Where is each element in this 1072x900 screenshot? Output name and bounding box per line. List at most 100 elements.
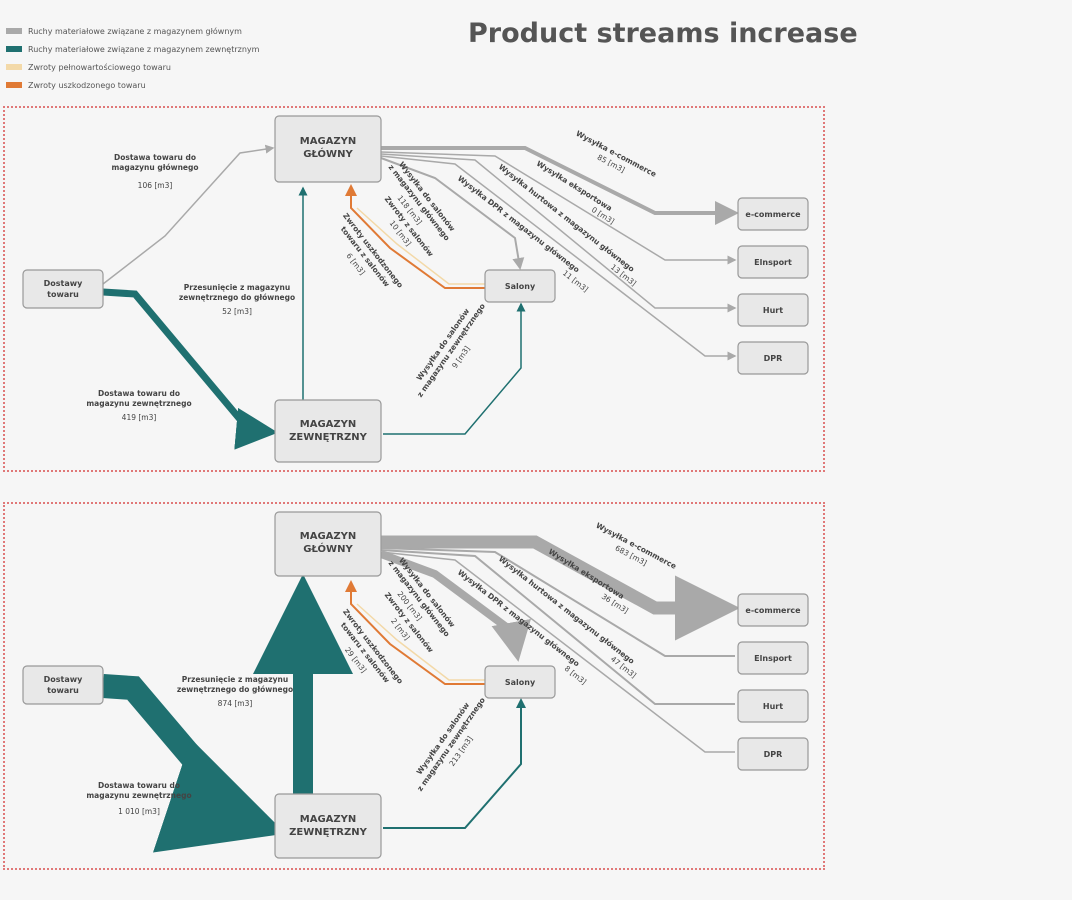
svg-text:Hurt: Hurt <box>763 702 783 711</box>
svg-text:GŁÓWNY: GŁÓWNY <box>303 542 353 555</box>
flow-mg-to-dpr <box>380 551 735 753</box>
node-magazyn-zewnetrzny: MAGAZYN ZEWNĘTRZNY <box>274 399 382 463</box>
legend-swatch-external <box>6 46 22 52</box>
flow-dostawy-to-mg <box>102 144 275 285</box>
label-dostawy-mz: Dostawa towaru do magazynu zewnętrznego … <box>86 389 191 422</box>
svg-text:towaru: towaru <box>47 290 79 299</box>
svg-text:1 010 [m3]: 1 010 [m3] <box>118 807 160 816</box>
svg-text:419 [m3]: 419 [m3] <box>122 413 157 422</box>
node-ecommerce: e-commerce <box>737 197 809 231</box>
label-przesuniecie: Przesunięcie z magazynu zewnętrznego do … <box>179 283 295 316</box>
svg-text:Dostawy: Dostawy <box>44 675 84 684</box>
node-magazyn-glowny: MAGAZYN GŁÓWNY <box>274 115 382 183</box>
flow-returns-full <box>356 207 485 285</box>
flow-mg-to-ecom <box>381 146 739 225</box>
svg-text:MAGAZYN: MAGAZYN <box>300 136 357 147</box>
node-magazyn-zewnetrzny: MAGAZYN ZEWNĘTRZNY <box>274 793 382 859</box>
svg-text:Dostawa towaru do: Dostawa towaru do <box>114 153 196 162</box>
node-elnsport: Elnsport <box>737 641 809 675</box>
svg-text:DPR: DPR <box>764 354 783 363</box>
legend-item: Zwroty uszkodzonego towaru <box>6 76 259 94</box>
node-elnsport: Elnsport <box>737 245 809 279</box>
legend-swatch-returns-full <box>6 64 22 70</box>
flow-dostawy-to-mz <box>102 288 278 450</box>
svg-text:z magazynu zewnętrznego: z magazynu zewnętrznego <box>415 302 487 399</box>
flow-returns-full <box>356 603 485 681</box>
svg-text:Dostawa towaru do: Dostawa towaru do <box>98 781 180 790</box>
legend-item: Zwroty pełnowartościowego towaru <box>6 58 259 76</box>
node-hurt: Hurt <box>737 293 809 327</box>
svg-text:Przesunięcie z magazynu: Przesunięcie z magazynu <box>184 283 290 292</box>
flow-dostawy-to-mz <box>102 674 286 853</box>
legend-swatch-returns-damaged <box>6 82 22 88</box>
flow-mg-to-dpr <box>380 155 737 361</box>
svg-text:Dostawa towaru do: Dostawa towaru do <box>98 389 180 398</box>
svg-text:106 [m3]: 106 [m3] <box>138 181 173 190</box>
legend-item: Ruchy materiałowe związane z magazynem z… <box>6 40 259 58</box>
legend-label: Ruchy materiałowe związane z magazynem g… <box>28 26 242 36</box>
svg-text:magazynu zewnętrznego: magazynu zewnętrznego <box>86 399 191 408</box>
svg-text:magazynu zewnętrznego: magazynu zewnętrznego <box>86 791 191 800</box>
svg-text:zewnętrznego do głównego: zewnętrznego do głównego <box>179 293 295 302</box>
svg-text:GŁÓWNY: GŁÓWNY <box>303 147 353 160</box>
legend-label: Ruchy materiałowe związane z magazynem z… <box>28 44 260 54</box>
label-dostawy-mg: Dostawa towaru do magazynu głównego 106 … <box>111 153 198 190</box>
svg-text:MAGAZYN: MAGAZYN <box>300 531 357 542</box>
svg-text:874 [m3]: 874 [m3] <box>218 699 253 708</box>
svg-text:DPR: DPR <box>764 750 783 759</box>
svg-text:ZEWNĘTRZNY: ZEWNĘTRZNY <box>289 432 367 443</box>
svg-text:e-commerce: e-commerce <box>745 606 801 615</box>
label-wysylka-salony-mz: Wysyłka do salonów z magazynu zewnętrzne… <box>415 302 487 399</box>
svg-text:Dostawy: Dostawy <box>44 279 84 288</box>
label-ecommerce: Wysyłka e-commerce 683 [m3] <box>594 521 677 571</box>
svg-text:Salony: Salony <box>505 678 536 687</box>
svg-text:MAGAZYN: MAGAZYN <box>300 419 357 430</box>
label-ecommerce: Wysyłka e-commerce 85 [m3] <box>574 129 657 179</box>
svg-text:magazynu głównego: magazynu głównego <box>111 163 198 172</box>
node-dpr: DPR <box>737 341 809 375</box>
label-przesuniecie: Przesunięcie z magazynu zewnętrznego do … <box>177 675 293 708</box>
flow-diagram-svg: MAGAZYN GŁÓWNY MAGAZYN ZEWNĘTRZNY Dostaw… <box>22 115 809 463</box>
flow-mg-to-ecom <box>381 535 740 641</box>
node-dpr: DPR <box>737 737 809 771</box>
svg-text:towaru: towaru <box>47 686 79 695</box>
node-salony: Salony <box>484 269 556 303</box>
legend-swatch-main <box>6 28 22 34</box>
node-salony: Salony <box>484 665 556 699</box>
svg-text:Wysyłka do salonów: Wysyłka do salonów <box>415 307 472 382</box>
svg-text:ZEWNĘTRZNY: ZEWNĘTRZNY <box>289 827 367 838</box>
flow-mz-to-salony <box>383 698 526 829</box>
node-magazyn-glowny: MAGAZYN GŁÓWNY <box>274 511 382 577</box>
svg-text:MAGAZYN: MAGAZYN <box>300 814 357 825</box>
svg-text:Wysyłka do salonów: Wysyłka do salonów <box>415 701 472 776</box>
svg-text:z magazynu zewnętrznego: z magazynu zewnętrznego <box>415 696 487 793</box>
svg-text:Elnsport: Elnsport <box>754 258 792 267</box>
flow-diagram-svg: MAGAZYN GŁÓWNY MAGAZYN ZEWNĘTRZNY Dostaw… <box>22 511 809 859</box>
label-wysylka-salony-mz: Wysyłka do salonów z magazynu zewnętrzne… <box>415 696 487 793</box>
node-dostawy: Dostawy towaru <box>22 665 104 705</box>
node-ecommerce: e-commerce <box>737 593 809 627</box>
legend-item: Ruchy materiałowe związane z magazynem g… <box>6 22 259 40</box>
flow-mg-to-elnsport <box>380 547 735 657</box>
node-hurt: Hurt <box>737 689 809 723</box>
legend: Ruchy materiałowe związane z magazynem g… <box>6 22 259 94</box>
flow-mg-to-salony <box>380 157 525 270</box>
svg-text:52 [m3]: 52 [m3] <box>222 307 252 316</box>
flow-mg-to-salony <box>379 550 531 662</box>
legend-label: Zwroty uszkodzonego towaru <box>28 80 146 90</box>
label-dostawy-mz: Dostawa towaru do magazynu zewnętrznego … <box>86 781 191 816</box>
svg-text:Elnsport: Elnsport <box>754 654 792 663</box>
flow-mg-to-hurt <box>380 549 735 705</box>
flow-diagram-after: MAGAZYN GŁÓWNY MAGAZYN ZEWNĘTRZNY Dostaw… <box>3 502 825 870</box>
flow-mg-to-elnsport <box>380 151 737 265</box>
svg-text:Przesunięcie z magazynu: Przesunięcie z magazynu <box>182 675 288 684</box>
flow-returns-damaged <box>345 184 485 289</box>
svg-text:Salony: Salony <box>505 282 536 291</box>
svg-text:Hurt: Hurt <box>763 306 783 315</box>
svg-text:e-commerce: e-commerce <box>745 210 801 219</box>
flow-diagram-before: MAGAZYN GŁÓWNY MAGAZYN ZEWNĘTRZNY Dostaw… <box>3 106 825 472</box>
legend-label: Zwroty pełnowartościowego towaru <box>28 62 171 72</box>
svg-text:zewnętrznego do głównego: zewnętrznego do głównego <box>177 685 293 694</box>
page-title: Product streams increase <box>468 18 858 49</box>
flow-mz-to-salony <box>383 302 526 435</box>
